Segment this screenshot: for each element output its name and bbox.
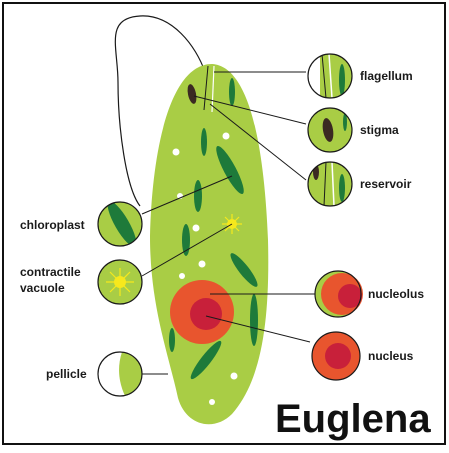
leader-stigma	[193, 95, 307, 125]
callout-pellicle	[97, 351, 143, 397]
callout-vacuole	[97, 259, 143, 305]
leader-nucleus	[205, 315, 311, 343]
callout-reservoir	[307, 161, 353, 207]
callout-stigma	[307, 107, 353, 153]
label-pellicle: pellicle	[46, 367, 87, 381]
callout-nucleus	[311, 331, 361, 381]
chloroplast-3	[216, 145, 244, 195]
chloroplast-6	[230, 253, 258, 287]
chloroplasts	[169, 78, 258, 380]
chloroplast-4	[194, 180, 202, 212]
reservoir-line	[203, 65, 209, 111]
granule	[198, 260, 206, 268]
chloroplast-2	[201, 128, 207, 156]
callout-nucleolus	[314, 270, 363, 318]
flagellum-whip	[114, 15, 206, 207]
granule	[179, 273, 185, 279]
label-nucleolus: nucleolus	[368, 287, 424, 301]
diagram-title: Euglena	[275, 397, 431, 441]
chloroplast-9	[169, 328, 175, 352]
label-contractile: contractile	[20, 265, 81, 279]
label-flagellum: flagellum	[360, 69, 413, 83]
label-nucleus: nucleus	[368, 349, 414, 363]
granule	[230, 372, 238, 380]
granule	[222, 132, 230, 140]
leader-chloroplast	[141, 175, 233, 215]
label-stigma: stigma	[360, 123, 399, 137]
label-vacuole: vacuole	[20, 281, 65, 295]
chloroplast-5	[182, 224, 190, 256]
chloroplast-7	[250, 294, 258, 346]
stigma-spot	[187, 84, 197, 104]
leader-reservoir	[209, 103, 307, 181]
leader-vacuole	[141, 223, 233, 277]
granule	[192, 224, 200, 232]
granule	[172, 148, 180, 156]
callout-flagellum	[307, 53, 353, 99]
leader-lines	[141, 71, 316, 375]
chloroplast-8	[190, 340, 222, 380]
chloroplast-1	[229, 78, 235, 106]
granule	[209, 399, 215, 405]
reservoir-line-light	[211, 65, 215, 113]
nucleolus	[190, 298, 222, 330]
label-chloroplast: chloroplast	[20, 218, 85, 232]
label-reservoir: reservoir	[360, 177, 412, 191]
callout-chloroplast	[97, 201, 143, 247]
